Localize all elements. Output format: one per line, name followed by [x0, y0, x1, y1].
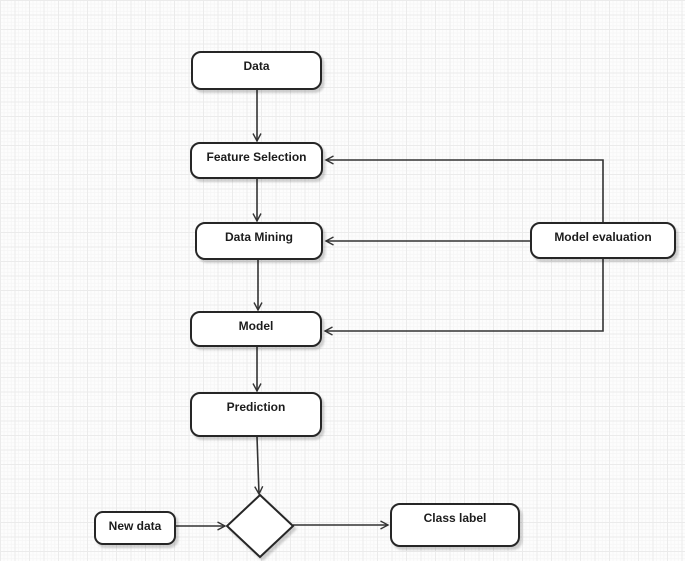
edge-model-evaluation-to-model [323, 241, 604, 336]
node-data: Data [191, 51, 322, 90]
edge-prediction-to-decision [254, 436, 264, 496]
node-decision-diamond [225, 493, 295, 559]
node-prediction: Prediction [190, 392, 322, 437]
node-model-evaluation-label: Model evaluation [554, 230, 652, 244]
node-prediction-label: Prediction [226, 400, 286, 414]
node-new-data: New data [94, 511, 176, 545]
node-feature-selection-label: Feature Selection [206, 150, 307, 164]
node-data-mining: Data Mining [195, 222, 323, 260]
node-feature-selection: Feature Selection [190, 142, 323, 179]
node-data-label: Data [243, 59, 270, 73]
edge-model-evaluation-to-feature-selection [324, 155, 604, 240]
node-data-mining-label: Data Mining [225, 230, 293, 244]
node-class-label: Class label [390, 503, 520, 547]
node-model: Model [190, 311, 322, 347]
node-model-label: Model [238, 319, 274, 333]
node-class-label-label: Class label [423, 511, 487, 525]
node-model-evaluation: Model evaluation [530, 222, 676, 259]
node-new-data-label: New data [108, 519, 162, 533]
